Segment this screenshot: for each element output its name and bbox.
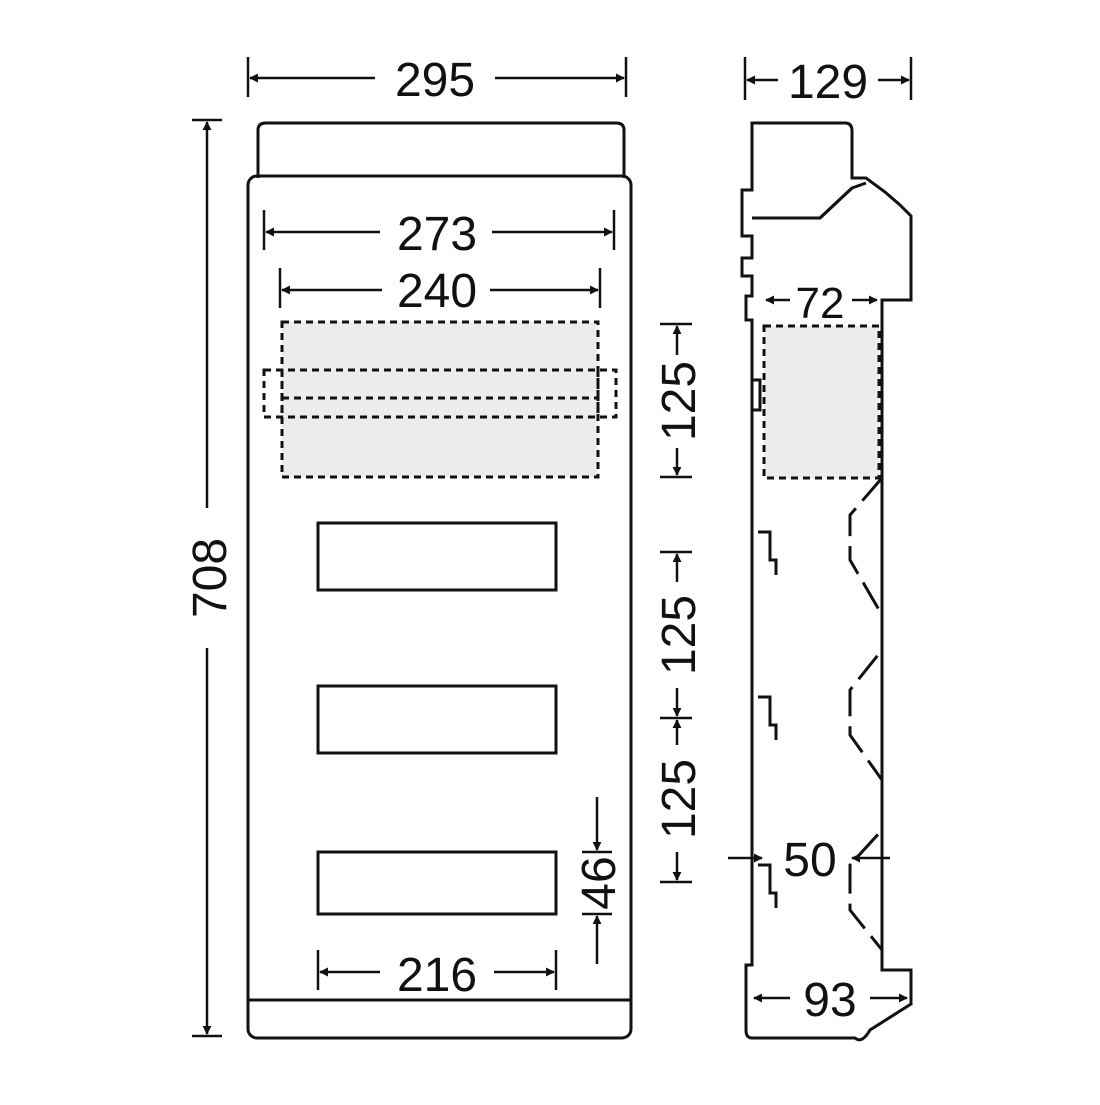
side-module-area bbox=[762, 324, 881, 480]
dim-label-window-height: 46 bbox=[573, 856, 626, 909]
side-notch bbox=[752, 378, 762, 412]
side-view bbox=[740, 121, 913, 1042]
dim-label-side-rail-depth: 50 bbox=[783, 834, 836, 887]
dim-label-lower-module: 125 bbox=[653, 759, 706, 839]
front-top-cap bbox=[256, 121, 626, 178]
front-dimension-labels: 295 273 240 216 708 125 125 125 46 bbox=[184, 54, 706, 1002]
front-dimensions bbox=[192, 57, 692, 1038]
side-dimension-labels: 129 72 50 93 bbox=[783, 56, 868, 1027]
upper-rail-strip bbox=[262, 368, 618, 419]
dim-label-side-depth: 129 bbox=[788, 56, 868, 109]
dim-label-front-width: 295 bbox=[395, 54, 475, 107]
side-dimensions bbox=[728, 57, 913, 1003]
front-view bbox=[246, 121, 633, 1040]
side-cap-edge bbox=[818, 186, 854, 220]
dim-label-window-width: 216 bbox=[397, 949, 477, 1002]
dim-label-rail-width: 240 bbox=[397, 265, 477, 318]
dim-label-upper-module: 125 bbox=[653, 361, 706, 441]
side-top-cavity bbox=[752, 181, 867, 220]
side-rail-profile bbox=[848, 477, 884, 972]
module-window-2 bbox=[316, 684, 558, 755]
front-body bbox=[246, 174, 633, 1040]
dim-label-side-base-depth: 93 bbox=[803, 974, 856, 1027]
side-clip-3 bbox=[758, 863, 778, 908]
dim-label-front-height: 708 bbox=[184, 538, 237, 618]
dim-label-side-inner-depth: 72 bbox=[796, 279, 845, 328]
module-window-3 bbox=[316, 850, 558, 916]
side-clip-2 bbox=[758, 695, 778, 740]
dim-label-inner-width: 273 bbox=[397, 208, 477, 261]
module-window-1 bbox=[316, 521, 558, 592]
dim-label-middle-module: 125 bbox=[653, 595, 706, 675]
side-outer-profile bbox=[740, 121, 913, 1042]
side-clip-1 bbox=[758, 530, 778, 575]
